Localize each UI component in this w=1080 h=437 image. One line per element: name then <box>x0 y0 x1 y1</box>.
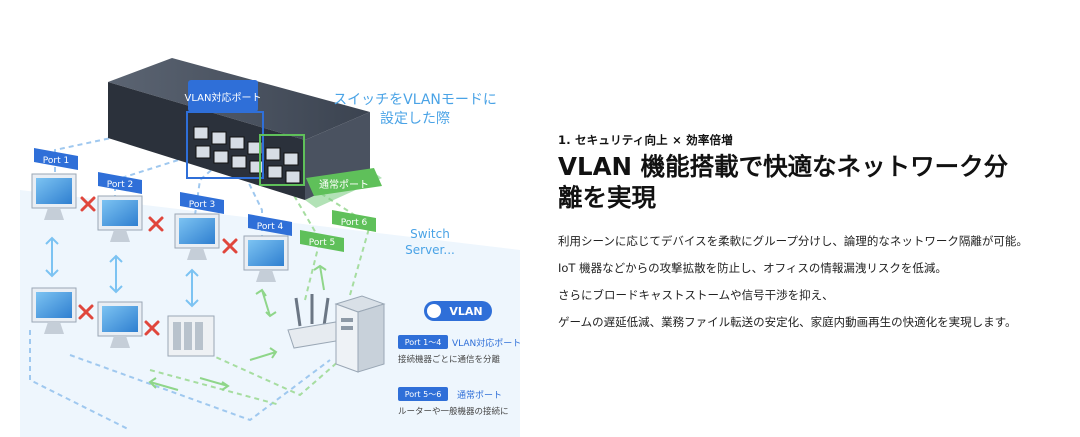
svg-text:接続機器ごとに通信を分離: 接続機器ごとに通信を分離 <box>398 354 501 365</box>
description-paragraph: IoT 機器などからの攻撃拡散を防止し、オフィスの情報漏洩リスクを低減。 <box>558 261 947 276</box>
svg-text:Port 4: Port 4 <box>257 222 284 232</box>
exchange-arrow-icons-green <box>148 264 327 391</box>
vlan-port-group-tag: VLAN対応ポート <box>185 80 262 112</box>
port-tag-5: Port 5 <box>300 230 344 252</box>
monitor-icon <box>97 195 143 242</box>
port-tag-1: Port 1 <box>34 148 78 170</box>
vlan-toggle[interactable]: VLAN <box>424 301 492 321</box>
switch-server-line1: Switch <box>410 227 450 241</box>
description-paragraph: 利用シーンに応じてデバイスを柔軟にグループ分けし、論理的なネットワーク隔離が可能… <box>558 234 1028 249</box>
port-tag-6: Port 6 <box>332 210 376 232</box>
svg-text:VLAN対応ポート: VLAN対応ポート <box>185 91 262 104</box>
description-paragraph: ゲームの遅延低減、業務ファイル転送の安定化、家庭内動画再生の快適化を実現します。 <box>558 314 1017 329</box>
monitor-icon <box>31 287 77 334</box>
svg-text:Port 1: Port 1 <box>43 156 69 166</box>
block-x-icons <box>78 196 238 336</box>
router-icon <box>287 294 343 349</box>
feature-description: 1. セキュリティ向上 × 効率倍増 VLAN 機能搭載で快適なネットワーク分 … <box>558 132 1048 340</box>
svg-text:通常ポート: 通常ポート <box>319 178 369 191</box>
callout-line1: スイッチをVLANモードに <box>333 92 497 108</box>
switch-server-line2: Server... <box>405 243 455 257</box>
svg-text:VLAN対応ポート: VLAN対応ポート <box>452 337 521 349</box>
monitor-icon <box>31 173 77 220</box>
monitor-icon <box>174 213 220 260</box>
server-tower-icon <box>334 295 386 373</box>
nas-storage-icon <box>167 315 215 357</box>
svg-text:Port 3: Port 3 <box>189 200 215 210</box>
svg-text:VLAN: VLAN <box>449 305 482 318</box>
svg-text:Port 6: Port 6 <box>341 218 368 228</box>
section-headline: VLAN 機能搭載で快適なネットワーク分 離を実現 <box>558 152 1009 213</box>
vlan-network-illustration: VLAN対応ポート 通常ポート スイッチをVLANモードに 設定した際 Swit… <box>20 58 521 437</box>
port-tag-2: Port 2 <box>98 172 142 194</box>
port-tag-3: Port 3 <box>180 192 224 214</box>
section-eyebrow: 1. セキュリティ向上 × 効率倍増 <box>558 133 733 147</box>
port-tag-4: Port 4 <box>248 214 292 236</box>
svg-text:ルーターや一般機器の接続に: ルーターや一般機器の接続に <box>398 406 509 417</box>
svg-text:Port 5〜6: Port 5〜6 <box>405 390 442 399</box>
exchange-arrow-icons <box>45 236 199 308</box>
callout-line2: 設定した際 <box>380 111 450 127</box>
monitor-icon <box>243 235 289 282</box>
legend-normal: Port 5〜6 通常ポート ルーターや一般機器の接続に <box>398 387 509 417</box>
svg-text:通常ポート: 通常ポート <box>457 389 502 401</box>
normal-port-tag: 通常ポート <box>306 168 382 196</box>
legend-vlan: Port 1〜4 VLAN対応ポート 接続機器ごとに通信を分離 <box>398 335 521 365</box>
svg-text:Port 2: Port 2 <box>107 180 133 190</box>
svg-text:Port 5: Port 5 <box>309 238 335 248</box>
monitor-icon <box>97 301 143 348</box>
description-paragraph: さらにブロードキャストストームや信号干渉を抑え、 <box>558 287 834 302</box>
svg-text:Port 1〜4: Port 1〜4 <box>405 338 442 347</box>
